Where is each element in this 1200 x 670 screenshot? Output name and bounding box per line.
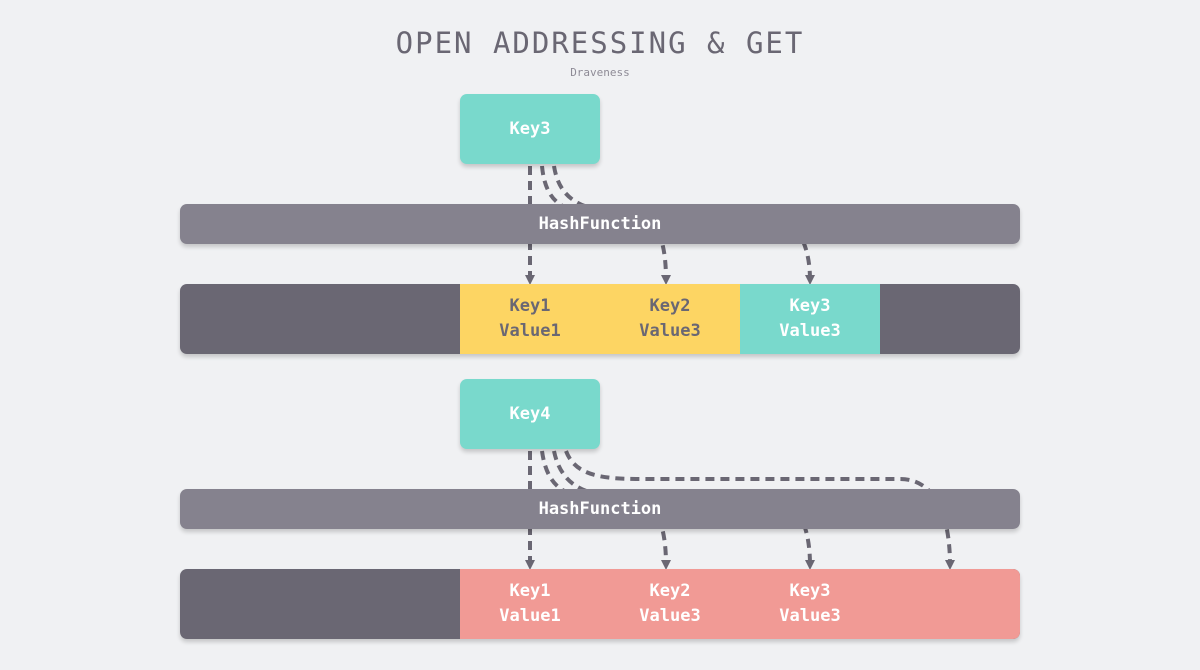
slot-key-label: Key3 [789,296,831,316]
slot-key-label: Key2 [649,296,691,316]
slot-value-label: Value3 [779,321,841,341]
probe-arrow-1-slot3 [552,165,815,285]
hash-function-bar-2: HashFunction [180,489,1020,529]
slot-key-label: Key1 [509,581,551,601]
slot-value-label: Value3 [779,606,841,626]
slot-key-label: Key2 [649,581,691,601]
hash-function-bar-1: HashFunction [180,204,1020,244]
slot-key-label: Key1 [509,296,551,316]
slot-value-label: Value3 [639,606,701,626]
lookup-key-3: Key3 [460,94,600,164]
slot-key-label: Key3 [789,581,831,601]
slot-key2: Key2 Value3 [600,569,740,639]
lookup-key-4: Key4 [460,379,600,449]
slot-key2: Key2 Value3 [600,284,740,354]
slot-key1: Key1 Value1 [460,569,600,639]
slot-value-label: Value3 [639,321,701,341]
hash-table-2: Key1 Value1 Key2 Value3 Key3 Value3 [180,569,1020,639]
diagram-author: Draveness [570,66,630,79]
slot-value-label: Value1 [499,321,561,341]
slot-key3: Key3 Value3 [740,569,880,639]
slot-key3-match: Key3 Value3 [740,284,880,354]
diagram-title: OPEN ADDRESSING & GET [395,26,805,60]
hash-table-1: Key1 Value1 Key2 Value3 Key3 Value3 [180,284,1020,354]
slot-key1: Key1 Value1 [460,284,600,354]
slot-value-label: Value1 [499,606,561,626]
